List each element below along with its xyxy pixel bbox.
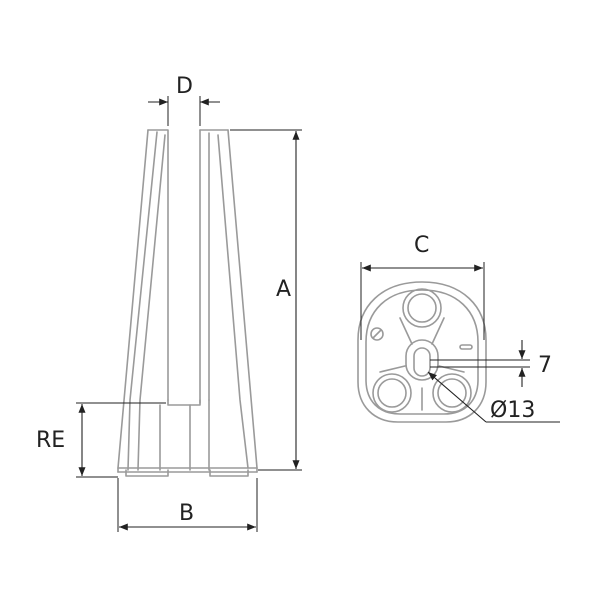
post-top-left-cap (147, 129, 169, 401)
label-c: C (414, 233, 429, 258)
left-hole-outer (372, 373, 412, 413)
post-base (117, 467, 258, 477)
post-inner-left-1 (127, 131, 158, 471)
label-a: A (276, 277, 291, 302)
base-outline (357, 281, 487, 423)
marking (459, 344, 473, 350)
post-outer-left (117, 129, 149, 473)
bottom-view (357, 281, 487, 423)
left-hole-inner (377, 378, 407, 408)
dimension-diameter-13: Ø13 (427, 371, 560, 423)
top-hole-inner (407, 293, 437, 323)
right-hole-outer (432, 373, 472, 413)
dimension-c: C (360, 233, 485, 340)
center-slot-inner (413, 347, 431, 377)
ribs (379, 317, 465, 411)
base-inner-rim (365, 289, 479, 415)
post-inner-right-2 (217, 134, 249, 469)
top-hole-outer (402, 288, 442, 328)
dimension-a: A (230, 129, 302, 471)
label-re: RE (36, 428, 65, 453)
dimension-7: 7 (430, 340, 552, 387)
dimension-re: RE (36, 402, 166, 478)
side-view (117, 129, 258, 477)
post-slot-bottom (167, 399, 201, 406)
label-d: D (176, 74, 193, 99)
dimension-b: B (117, 478, 258, 532)
label-7: 7 (538, 353, 552, 378)
post-lower-inner (159, 399, 210, 471)
post-inner-left-2 (137, 134, 166, 471)
dimension-d: D (148, 74, 220, 126)
screw-icon (370, 327, 384, 341)
label-dia13: Ø13 (490, 398, 535, 423)
right-hole-inner (437, 378, 467, 408)
label-b: B (179, 501, 194, 526)
